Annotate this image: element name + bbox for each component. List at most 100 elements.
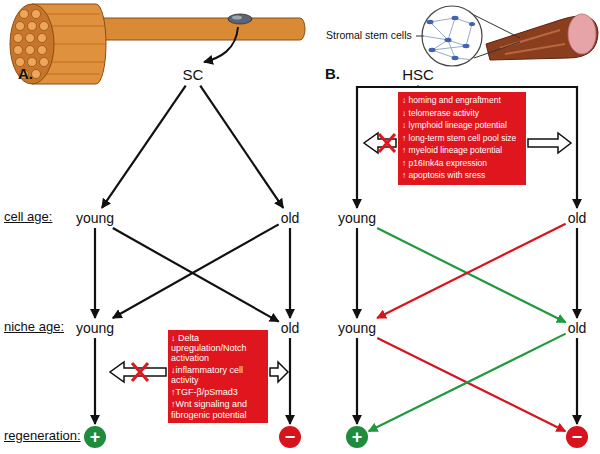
cell-age-value: old [568, 210, 587, 226]
fiber-end [26, 46, 35, 55]
bundle-face [10, 4, 54, 84]
fiber-end [40, 58, 49, 67]
bone-marrow-illustration [416, 6, 598, 66]
magnified-view [422, 6, 482, 66]
effect-item: ↓ homing and engraftment [402, 96, 522, 106]
flow-arrow [94, 338, 96, 424]
row-label: cell age: [4, 210, 52, 224]
fiber-end [20, 10, 29, 19]
node-text: old [568, 210, 587, 226]
fiber-end [28, 22, 37, 31]
flow-arrow [369, 334, 566, 432]
stromal-network [424, 16, 475, 60]
fiber-end [40, 22, 49, 31]
node-text: + [352, 428, 363, 446]
flow-arrow [289, 338, 291, 424]
panel-letter: B. [325, 66, 340, 83]
stromal-cell [452, 16, 459, 20]
fiber-end [14, 34, 23, 43]
node-text: old [568, 320, 587, 336]
flow-arrow [576, 228, 578, 318]
callout-leader [416, 36, 424, 37]
effect-item: ↑ myeloid lineage potential [402, 146, 522, 156]
flow-arrow [102, 86, 186, 208]
outcome-circle: − [279, 426, 301, 448]
striation [46, 62, 104, 63]
effect-item: ↓ Delta upregulation/Notch activation [171, 333, 265, 363]
striation [50, 44, 106, 45]
open-arrow [364, 133, 396, 153]
satellite-cell [228, 14, 252, 24]
stromal-cell [469, 22, 475, 26]
fiber-end [38, 34, 47, 43]
connectors [95, 86, 577, 432]
flow-arrow [356, 228, 358, 318]
effects-box: ↓ homing and engraftment ↓ telomerase act… [398, 92, 526, 185]
cell-age-value: young [338, 210, 376, 226]
muscle-fiber-illustration [10, 4, 305, 84]
flow-arrow [113, 228, 279, 322]
blocked-cross [132, 363, 148, 381]
flow-arrow [377, 224, 566, 318]
effect-item: ↓inflammatory cell activity [171, 365, 265, 385]
flow-arrow [356, 338, 358, 424]
flow-arrow [377, 228, 566, 322]
pointer-arrow [204, 27, 238, 62]
marrow-texture [500, 30, 565, 54]
stromal-cell [429, 48, 436, 52]
effect-item: ↑TGF-β/pSmad3 [171, 387, 265, 397]
stromal-cell [463, 44, 470, 48]
satellite-cell-highlight [232, 16, 242, 20]
node-text: young [338, 210, 376, 226]
node-text: SC [183, 66, 204, 83]
blocked-cross [379, 134, 395, 152]
node-text: HSC [402, 66, 434, 83]
effect-item: ↑ apoptosis with sress [402, 171, 522, 181]
bone-epiphysis [568, 14, 596, 54]
node-text: young [76, 210, 114, 226]
flow-arrow [377, 338, 565, 431]
fiber-end [14, 46, 23, 55]
open-arrow [270, 362, 288, 382]
niche-age-value: young [76, 320, 114, 336]
stem-cell-label: HSC [402, 66, 434, 83]
node-text: young [338, 320, 376, 336]
row-label: niche age: [4, 320, 64, 334]
stem-cell-label: SC [183, 66, 204, 83]
niche-age-value: old [568, 320, 587, 336]
node-text: − [285, 428, 296, 446]
stromal-cell [427, 20, 434, 24]
node-text: + [90, 428, 101, 446]
outcome-circle: − [566, 426, 588, 448]
network-fibers [424, 18, 474, 60]
fiber-end [16, 22, 25, 31]
effects-box: ↓ Delta upregulation/Notch activation↓in… [168, 330, 268, 423]
stromal-cell [445, 38, 452, 42]
panel-letter: A. [18, 66, 33, 83]
flow-arrow [113, 224, 279, 318]
flow-arrow [576, 338, 578, 424]
open-arrow [528, 133, 571, 153]
effect-item: ↑ p16Ink4a expression [402, 159, 522, 169]
outcome-circle: + [84, 426, 106, 448]
effect-item: ↑ long-term stem cell pool size [402, 134, 522, 144]
row-label: regeneration: [4, 429, 81, 443]
flow-arrow [289, 228, 291, 318]
node-text: old [281, 210, 300, 226]
node-text: − [572, 428, 583, 446]
flow-arrow [200, 86, 283, 208]
striation [40, 74, 100, 75]
effect-item: ↓ lymphoid lineage potential [402, 121, 522, 131]
fiber-end [26, 34, 35, 43]
flow-arrow [94, 228, 96, 318]
niche-age-value: young [338, 320, 376, 336]
fiber-end [38, 46, 47, 55]
effect-item: ↓ telomerase activity [402, 109, 522, 119]
node-text: young [76, 320, 114, 336]
callout-label: Stromal stem cells [326, 30, 412, 42]
niche-age-value: old [281, 320, 300, 336]
